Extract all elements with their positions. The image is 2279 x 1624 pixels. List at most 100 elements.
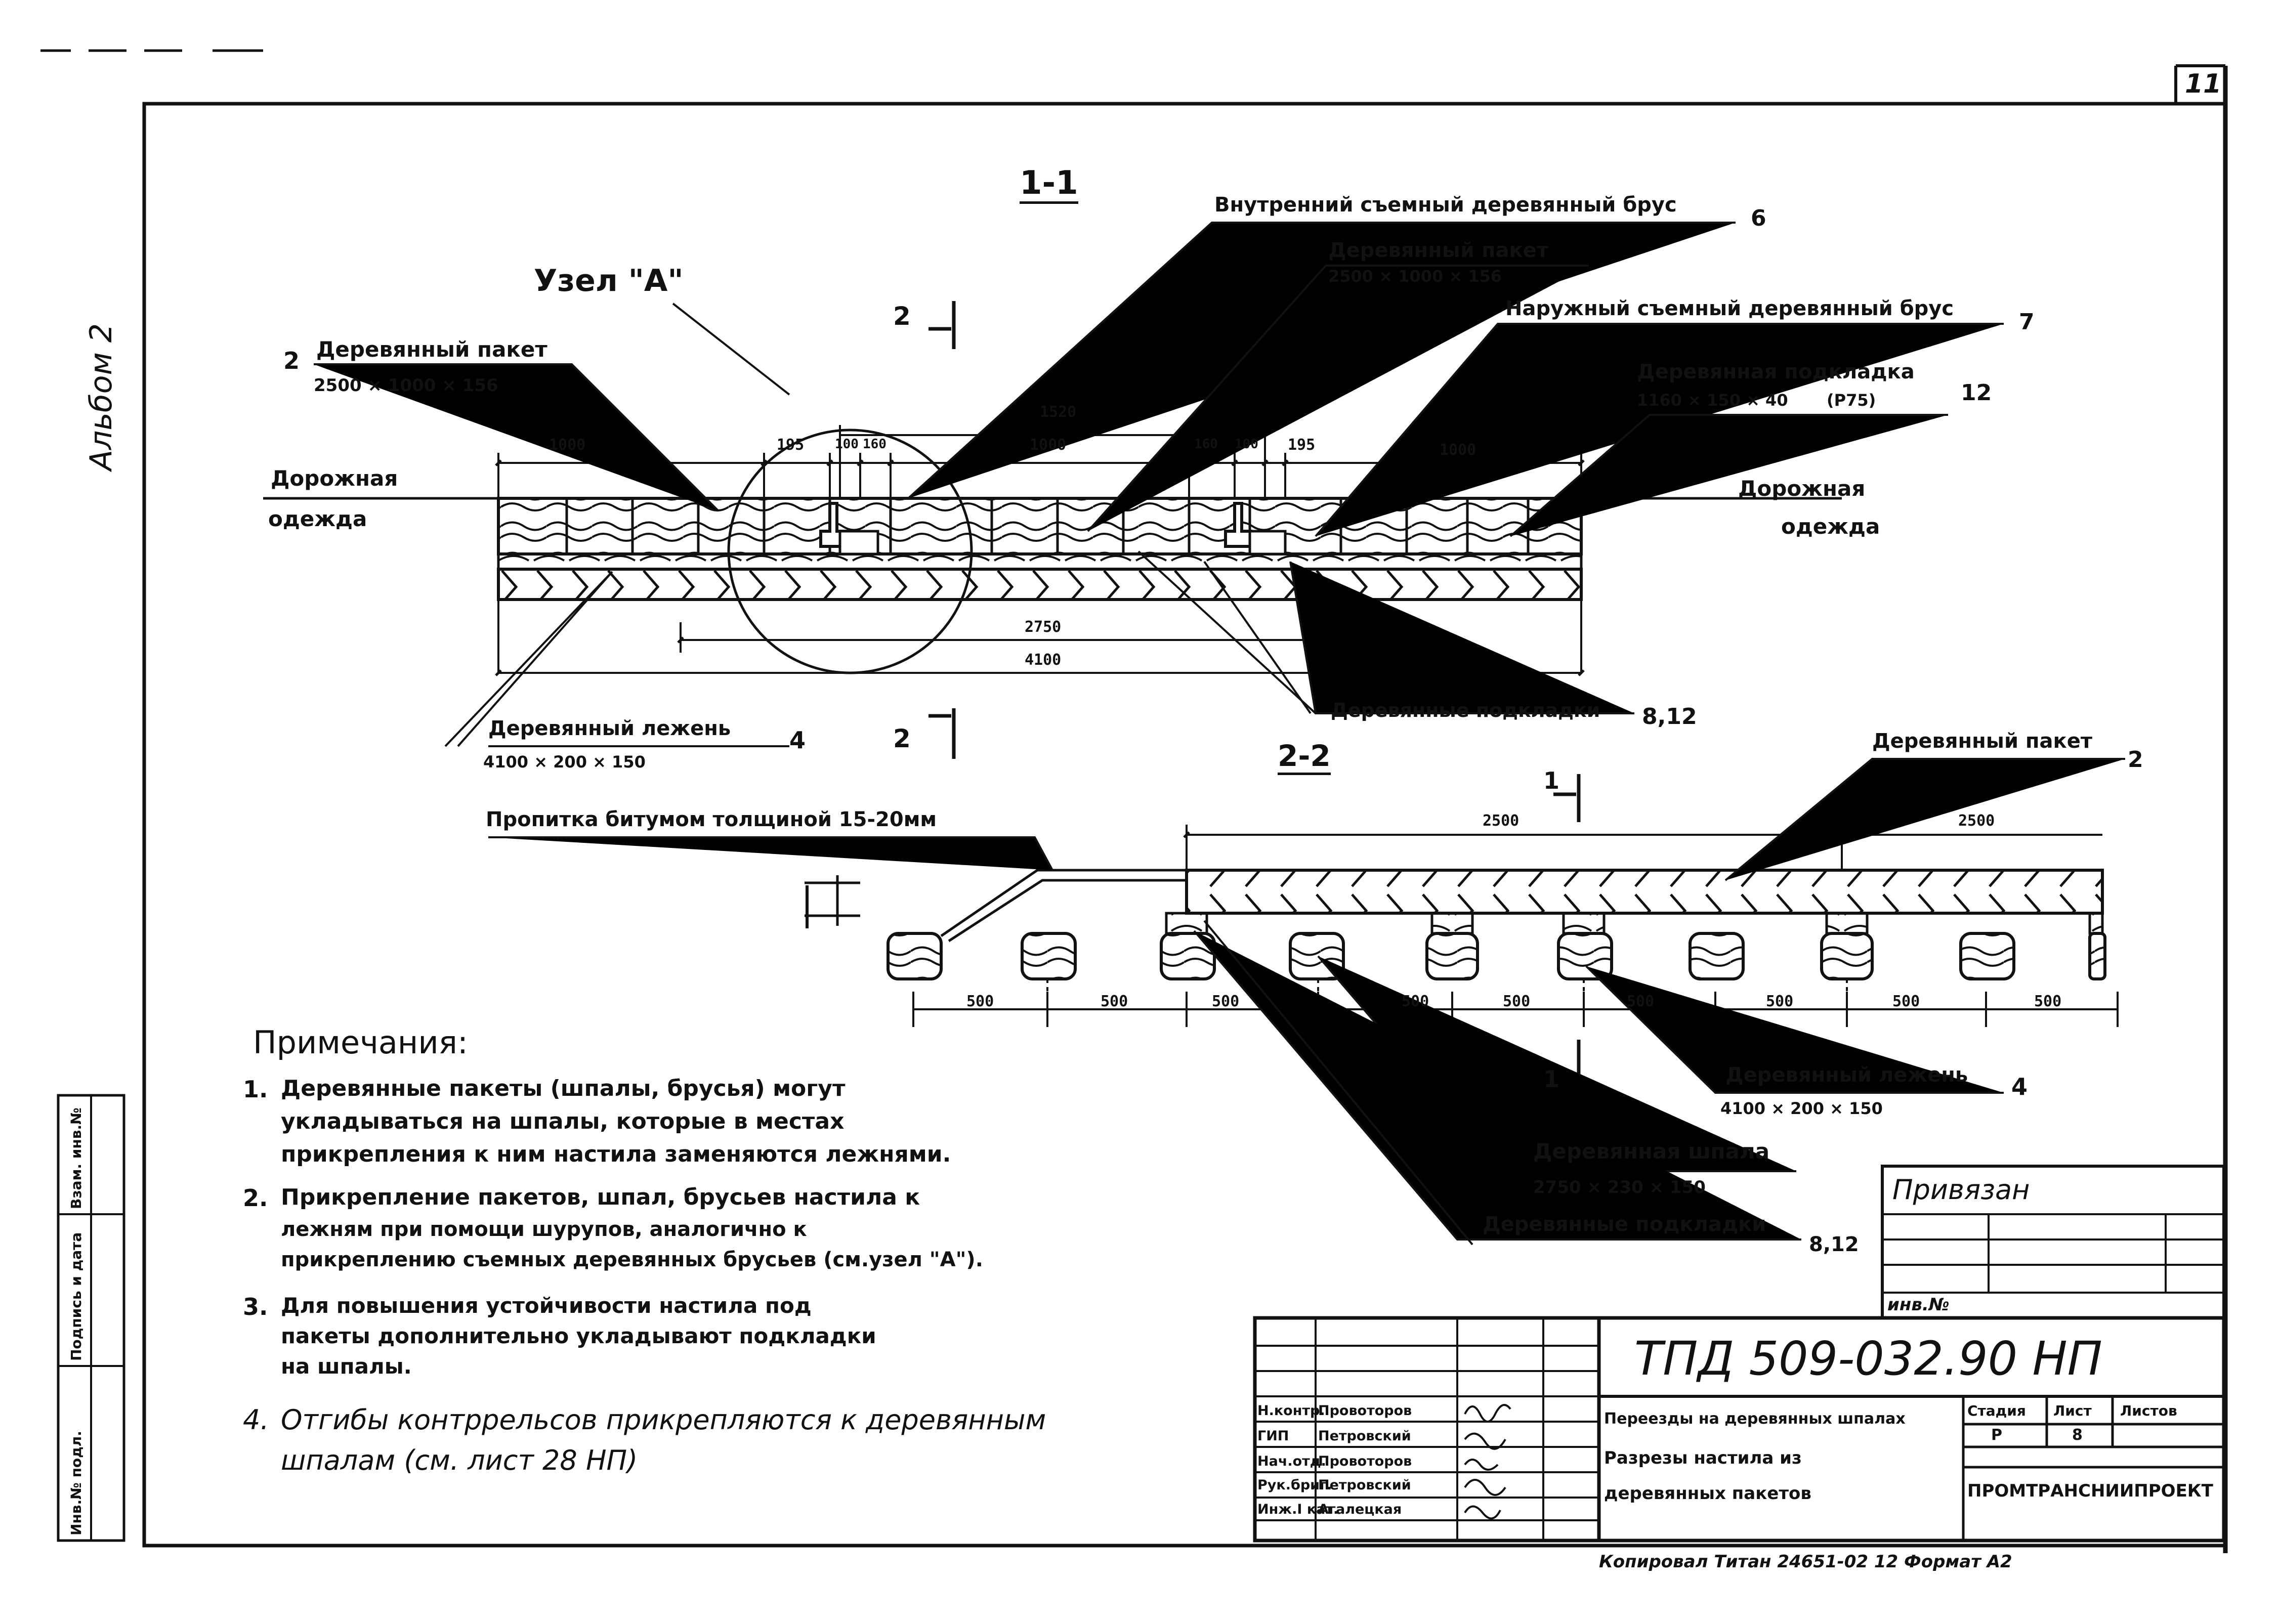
- dim-spacing: 500: [1766, 993, 1794, 1010]
- label-package-2-ref: 2: [2128, 747, 2143, 773]
- name-1: Провоторов: [1318, 1403, 1412, 1419]
- label-road-right-2: одежда: [1781, 514, 1880, 539]
- note-3-line-3: на шпалы.: [281, 1354, 412, 1379]
- role-ruk-brig: Рук.бриг.: [1257, 1477, 1332, 1493]
- note-1-line-3: прикрепления к ним настила заменяются ле…: [281, 1141, 951, 1167]
- note-2-line-3: прикреплению съемных деревянных брусьев …: [281, 1248, 983, 1271]
- label-pads-2: Деревянные подкладки: [1483, 1213, 1766, 1236]
- label-package-top: Деревянный пакет: [1328, 239, 1548, 262]
- sheets-header: Листов: [2120, 1402, 2177, 1419]
- section-2-title: 2-2: [1278, 741, 1331, 775]
- label-package-left: Деревянный пакет: [316, 337, 547, 362]
- section-1-title: 1-1: [1020, 167, 1078, 204]
- note-4-line-1: Отгибы контррельсов прикрепляются к дере…: [281, 1404, 1046, 1436]
- label-pads-ref: 8,12: [1642, 704, 1697, 730]
- description-line-3: деревянных пакетов: [1604, 1483, 1811, 1504]
- sheet-header: Лист: [2053, 1402, 2092, 1419]
- dim-1000-right: 1000: [1440, 441, 1476, 459]
- note-4-num: 4.: [243, 1404, 269, 1436]
- note-2-line-2: лежням при помощи шурупов, аналогично к: [281, 1218, 807, 1241]
- dim-spacing: 500: [1892, 993, 1920, 1010]
- label-road-left-2: одежда: [268, 506, 367, 531]
- dim-2500-left: 2500: [1483, 812, 1520, 830]
- sheet-value: 8: [2072, 1426, 2083, 1444]
- label-pads: Деревянные подкладки: [1331, 699, 1600, 721]
- label-inner-bar-ref: 6: [1751, 205, 1766, 231]
- cut-mark-top: 2: [893, 302, 911, 331]
- organization: ПРОМТРАНСНИИПРОЕКТ: [1967, 1481, 2213, 1501]
- cut-mark-2-bottom: 1: [1543, 1065, 1560, 1093]
- dim-195-right: 195: [1288, 436, 1316, 454]
- label-bitumen: Пропитка битумом толщиной 15-20мм: [486, 808, 937, 831]
- side-stamp-inv: Инв.№ подл.: [68, 1431, 85, 1535]
- dim-1520: 1520: [1040, 403, 1077, 421]
- name-4: Петровский: [1318, 1477, 1411, 1493]
- note-1-line-1: Деревянные пакеты (шпалы, брусья) могут: [281, 1076, 846, 1101]
- side-stamp-sign: Подпись и дата: [68, 1232, 85, 1361]
- note-2-line-1: Прикрепление пакетов, шпал, брусьев наст…: [281, 1184, 920, 1210]
- role-gip: ГИП: [1257, 1428, 1289, 1444]
- label-package-left-ref: 2: [283, 347, 300, 374]
- label-outer-bar: Наружный съемный деревянный брус: [1505, 297, 1954, 320]
- note-3-num: 3.: [243, 1293, 268, 1320]
- dim-160-left: 160: [863, 437, 887, 452]
- side-stamp-replace: Взам. инв.№: [68, 1107, 85, 1209]
- label-inner-bar: Внутренний съемный деревянный брус: [1214, 193, 1677, 217]
- name-5: Агалецкая: [1318, 1502, 1402, 1517]
- note-2-num: 2.: [243, 1184, 268, 1212]
- cut-mark-bottom: 2: [893, 724, 911, 753]
- label-sleeper: Деревянная шпала: [1533, 1139, 1770, 1164]
- dim-spacing: 500: [1212, 993, 1240, 1010]
- document-code: ТПД 509-032.90 НП: [1634, 1332, 2102, 1386]
- label-package-2: Деревянный пакет: [1872, 730, 2092, 753]
- dim-spacing: 500: [1402, 993, 1429, 1010]
- page-number: 11: [2185, 69, 2222, 99]
- label-road-left-1: Дорожная: [271, 466, 398, 491]
- dim-100-right: 100: [1235, 437, 1258, 452]
- note-1-num: 1.: [243, 1076, 268, 1103]
- name-2: Петровский: [1318, 1428, 1411, 1444]
- role-nach-otd: Нач.отд.: [1257, 1454, 1326, 1469]
- role-n-kontr: Н.контр.: [1257, 1403, 1325, 1419]
- dim-2750: 2750: [1025, 618, 1062, 636]
- label-package-top-dims: 2500 × 1000 × 156: [1328, 267, 1502, 286]
- dim-100-left: 100: [835, 437, 859, 452]
- label-pad: Деревянная подкладка: [1637, 360, 1915, 383]
- label-beam-2-ref: 4: [2011, 1073, 2028, 1100]
- label-package-left-dims: 2500 × 1000 × 156: [314, 375, 498, 396]
- description-line-2: Разрезы настила из: [1604, 1448, 1802, 1468]
- dim-spacing: 500: [2034, 993, 2062, 1010]
- dim-1000-left: 1000: [549, 436, 586, 454]
- description-line-1: Переезды на деревянных шпалах: [1604, 1410, 1906, 1428]
- cut-mark-2-top: 1: [1543, 767, 1560, 794]
- label-road-right-1: Дорожная: [1738, 476, 1866, 501]
- role-inzh: Инж.I кат.: [1257, 1502, 1339, 1517]
- name-3: Провоторов: [1318, 1454, 1412, 1469]
- label-beam-ref: 4: [789, 726, 806, 754]
- label-outer-bar-ref: 7: [2019, 309, 2035, 335]
- label-beam-2-dims: 4100 × 200 × 150: [1720, 1099, 1883, 1118]
- note-3-line-2: пакеты дополнительно укладывают подкладк…: [281, 1323, 876, 1348]
- label-pads-2-ref: 8,12: [1809, 1233, 1859, 1256]
- label-beam-dims: 4100 × 200 × 150: [483, 752, 646, 772]
- dim-spacing: 500: [1101, 993, 1128, 1010]
- dim-160-right: 160: [1194, 437, 1218, 452]
- dim-spacing: 500: [1503, 993, 1531, 1010]
- node-label: Узел "А": [534, 263, 684, 298]
- dim-1000-mid: 1000: [1030, 436, 1067, 454]
- dim-spacing: 500: [1627, 993, 1655, 1010]
- label-pad-ref: 12: [1961, 380, 1992, 406]
- privyazan-label: Привязан: [1892, 1174, 2030, 1206]
- album-label: Альбом 2: [83, 323, 119, 471]
- dim-spacing: 500: [966, 993, 994, 1010]
- label-beam: Деревянный лежень: [488, 717, 731, 740]
- note-3-line-1: Для повышения устойчивости настила под: [281, 1293, 812, 1318]
- label-pad-dims: 1160 × 150 × 40: [1637, 391, 1788, 410]
- dim-195-left: 195: [777, 436, 805, 454]
- stage-header: Стадия: [1967, 1402, 2026, 1419]
- dim-4100: 4100: [1025, 651, 1062, 669]
- notes-title: Примечания:: [253, 1024, 468, 1061]
- label-pad-note: (Р75): [1827, 391, 1876, 410]
